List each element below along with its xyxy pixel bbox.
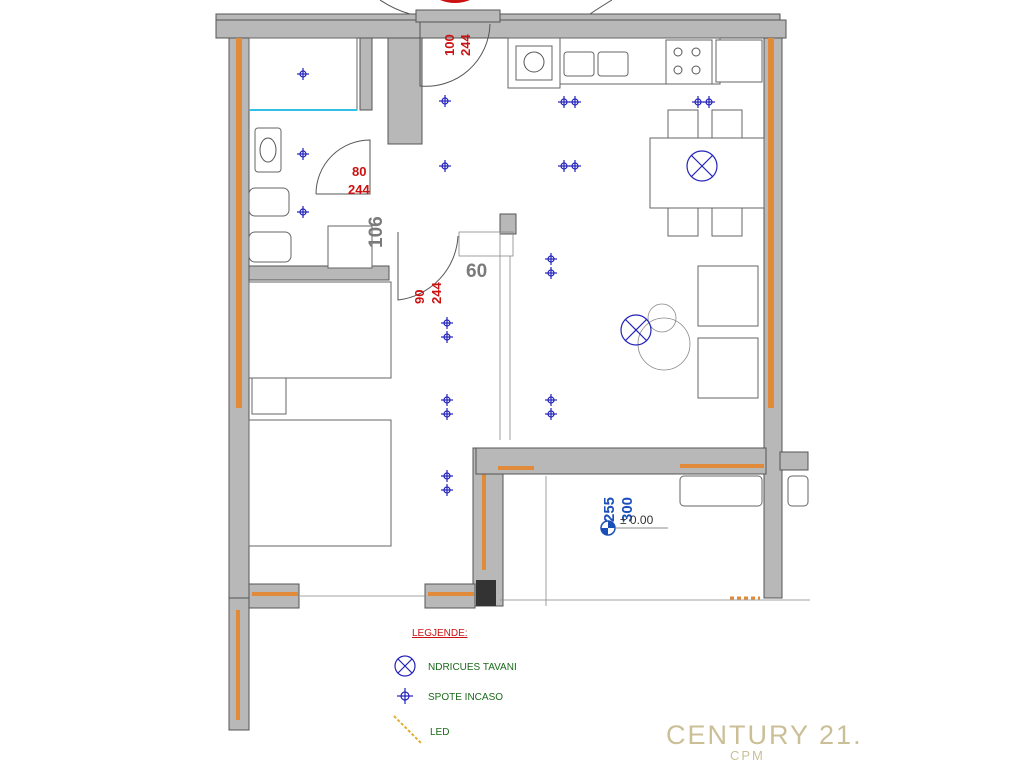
entrance-door-width: 100 (442, 34, 457, 56)
recessed-spot-icon (692, 96, 704, 108)
legend-ceiling-light-label: NDRICUES TAVANI (428, 662, 517, 673)
led-strip-icon (393, 715, 423, 745)
recessed-spot-icon (441, 470, 453, 482)
ceiling-light-icon (394, 655, 416, 677)
living-furniture (300, 109, 810, 606)
recessed-spot-icon (441, 408, 453, 420)
recessed-spot-icon (558, 96, 570, 108)
recessed-spots (297, 68, 715, 496)
recessed-spot-icon (569, 160, 581, 172)
ceiling-light (620, 314, 652, 346)
exterior-walls (215, 13, 809, 731)
dimension-60: 60 (466, 261, 487, 282)
bedroom-furniture (248, 231, 514, 547)
bath-door-width: 80 (352, 164, 366, 179)
watermark-brand: CENTURY 21. (666, 720, 863, 750)
recessed-spot-icon (441, 394, 453, 406)
recessed-spot-icon (297, 206, 309, 218)
legend-title: LEGJENDE: (412, 628, 468, 639)
recessed-spot-icon (558, 160, 570, 172)
recessed-spot-icon (703, 96, 715, 108)
recessed-spot-icon (297, 68, 309, 80)
legend: LEGJENDE: NDRICUES TAVANI SPOTE INCASO L… (393, 628, 517, 745)
watermark-sub: CPM (730, 748, 765, 763)
bathroom-fixtures (248, 37, 373, 269)
ceiling-light (686, 150, 718, 182)
recessed-spot-icon (545, 394, 557, 406)
recessed-spot-icon (441, 317, 453, 329)
terrace-level-b: 300 (619, 497, 636, 522)
legend-spot-label: SPOTE INCASO (428, 692, 503, 703)
bedroom-door-width: 90 (412, 290, 427, 304)
dimension-106: 106 (366, 216, 387, 248)
bath-door-height: 244 (348, 182, 370, 197)
recessed-spot-icon (439, 160, 451, 172)
recessed-spot-icon (545, 408, 557, 420)
recessed-spot-icon (569, 96, 581, 108)
recessed-spot-icon (441, 484, 453, 496)
recessed-spot-icon (441, 331, 453, 343)
terrace-level-a: 255 (601, 497, 618, 522)
entrance-door (379, 0, 613, 87)
legend-led-label: LED (430, 727, 449, 738)
bedroom-door-height: 244 (429, 282, 444, 304)
recessed-spot-icon (439, 95, 451, 107)
level-marker (600, 520, 668, 536)
recessed-spot-icon (297, 148, 309, 160)
kitchen-fixtures (507, 37, 763, 89)
terrace-elevation: ± 0.00 (620, 513, 654, 527)
recessed-spot-icon (545, 253, 557, 265)
entrance-door-height: 244 (458, 34, 473, 56)
recessed-spot-icon (397, 688, 413, 704)
recessed-spot-icon (545, 267, 557, 279)
